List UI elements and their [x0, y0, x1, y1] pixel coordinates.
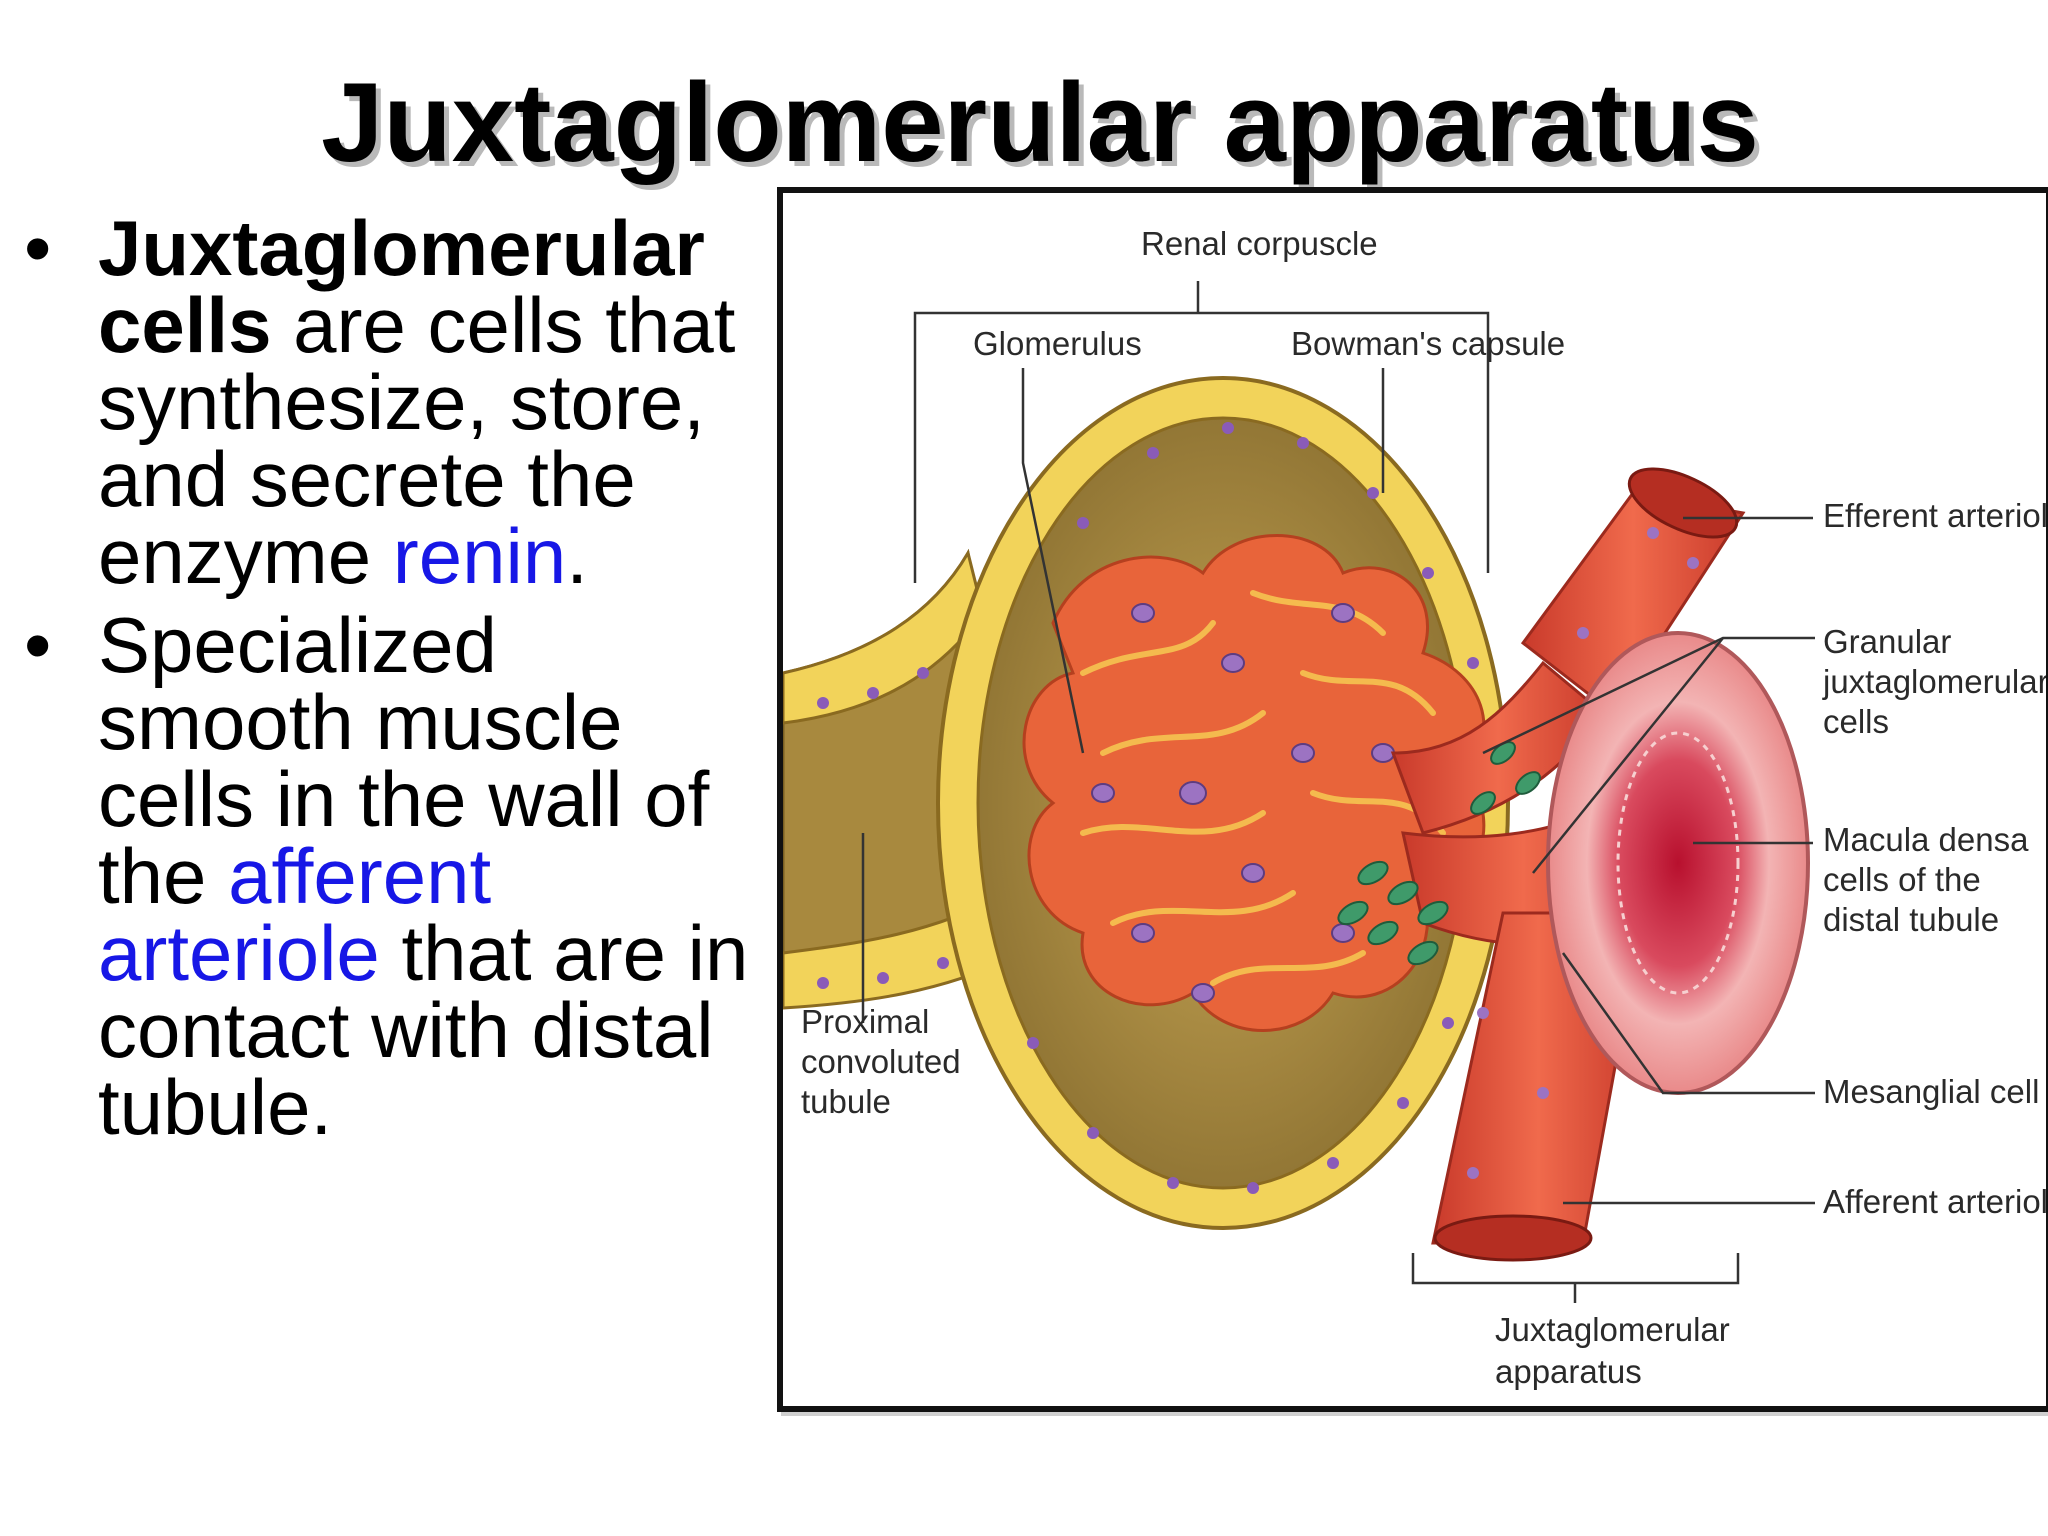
label-proximal-3: tubule	[801, 1083, 891, 1120]
diagram-illustration: Renal corpuscle Glomerulus Bowman's caps…	[783, 225, 2046, 1390]
label-macula-1: Macula densa	[1823, 821, 2029, 858]
bullet-list: • Juxtaglomerular cells are cells that s…	[24, 204, 764, 1158]
label-proximal-2: convoluted	[801, 1043, 961, 1080]
leader-lines	[861, 281, 1815, 1303]
bullet-text: Specialized smooth muscle cells in the w…	[98, 601, 710, 920]
slide-title: Juxtaglomerular apparatus	[321, 60, 1759, 185]
label-afferent-arteriole: Afferent arteriole	[1823, 1183, 2046, 1220]
bullet-marker: •	[24, 204, 52, 292]
bullet-marker: •	[24, 601, 52, 689]
label-efferent-arteriole: Efferent arteriole	[1823, 497, 2046, 534]
label-glomerulus: Glomerulus	[973, 325, 1142, 362]
label-jga-2: apparatus	[1495, 1353, 1642, 1390]
label-macula-3: distal tubule	[1823, 901, 1999, 938]
afferent-arteriole-link[interactable]: afferent arteriole	[98, 832, 492, 997]
bullet-text-end: .	[566, 512, 588, 600]
bullet-lead-term: Juxtaglomerular cells	[98, 204, 705, 369]
renin-link[interactable]: renin	[392, 512, 567, 600]
label-jga-1: Juxtaglomerular	[1495, 1311, 1730, 1348]
label-macula-2: cells of the	[1823, 861, 1981, 898]
label-granular-3: cells	[1823, 703, 1889, 740]
label-granular-2: juxtaglomerular	[1822, 663, 2046, 700]
granular-cells-shape	[1337, 741, 1541, 966]
label-granular-1: Granular	[1823, 623, 1951, 660]
label-mesangial-cell: Mesanglial cell	[1823, 1073, 2039, 1110]
label-renal-corpuscle: Renal corpuscle	[1141, 225, 1378, 262]
glomerulus-shape	[1022, 534, 1486, 1032]
label-proximal-1: Proximal	[801, 1003, 929, 1040]
bullet-item-smooth-muscle: • Specialized smooth muscle cells in the …	[24, 601, 764, 1146]
bullet-text: are cells that synthesize, store, and se…	[98, 281, 736, 600]
bullet-text-end: that are in contact with distal tubule.	[98, 909, 749, 1151]
bullet-item-juxtaglomerular-cells: • Juxtaglomerular cells are cells that s…	[24, 204, 764, 595]
juxtaglomerular-diagram: Renal corpuscle Glomerulus Bowman's caps…	[777, 187, 2048, 1412]
label-bowmans-capsule: Bowman's capsule	[1291, 325, 1565, 362]
